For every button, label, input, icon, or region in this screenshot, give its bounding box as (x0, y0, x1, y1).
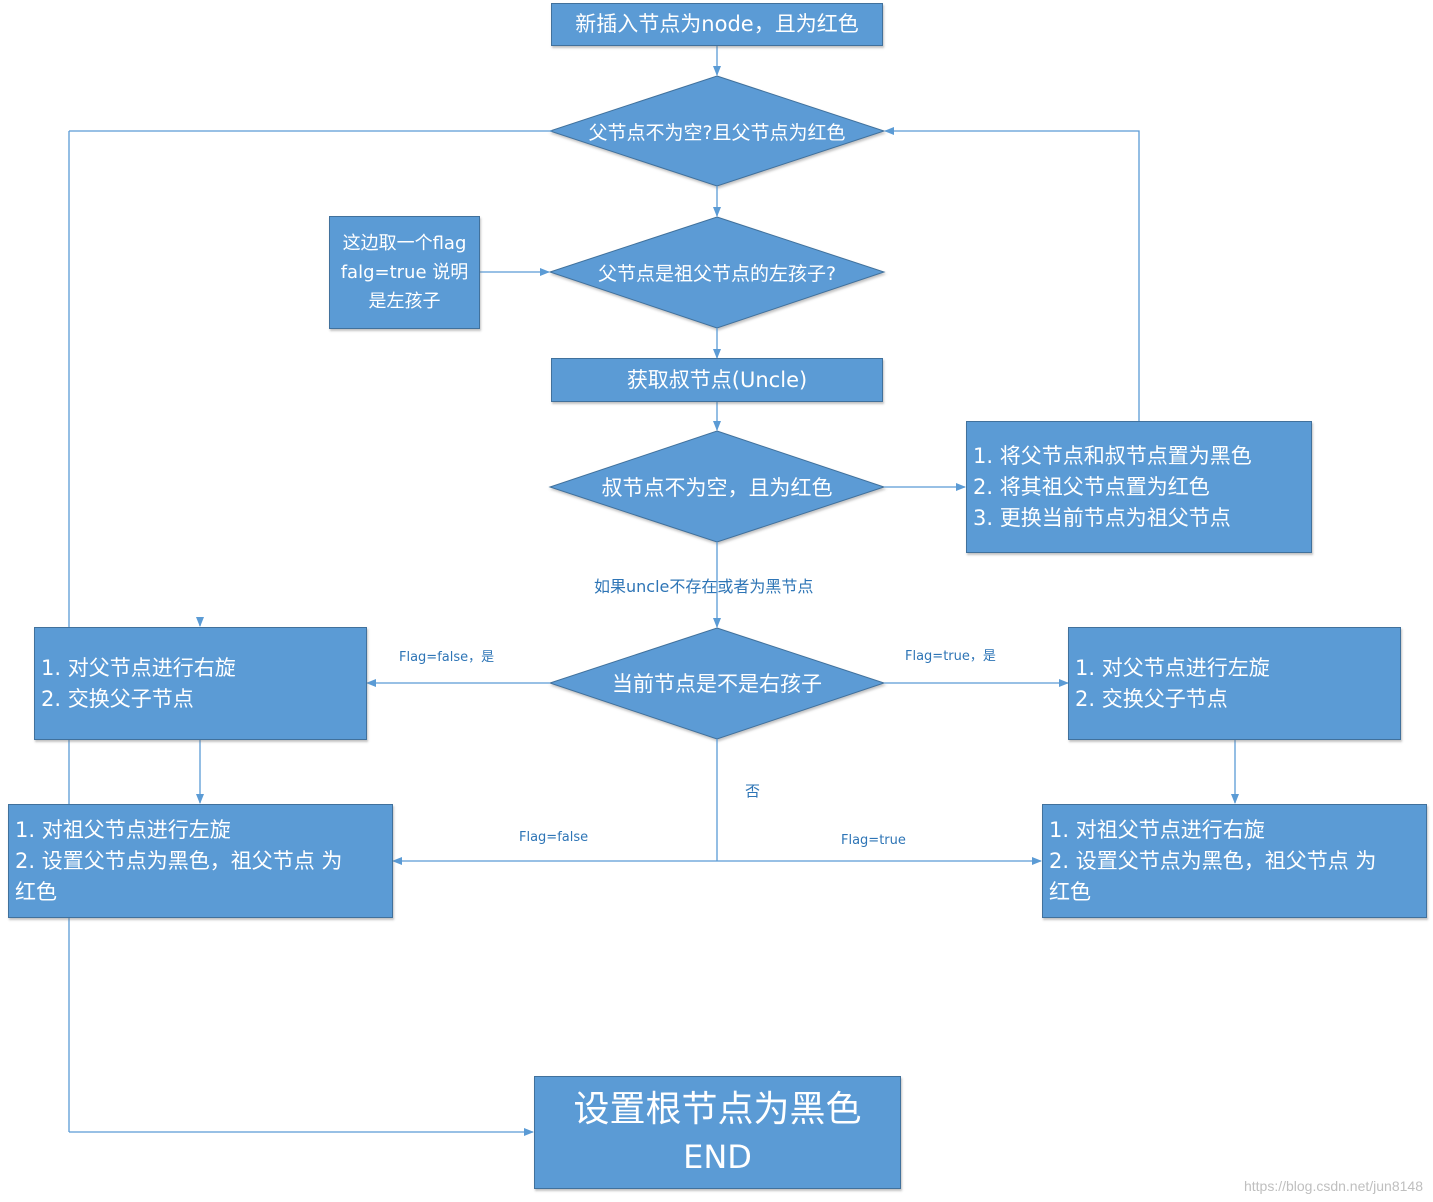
note-line-1: 这边取一个flag (342, 233, 467, 254)
uncle-red-step-3: 3. 更换当前节点为祖父节点 (973, 505, 1231, 530)
note-line-2: falg=true 说明 (340, 262, 469, 283)
start-box-text: 新插入节点为node，且为红色 (575, 12, 859, 36)
decision-parent-text: 父节点不为空?且父节点为红色 (588, 121, 846, 144)
right-rotate-step-2: 2. 交换父子节点 (1075, 686, 1228, 711)
right-grand-step-2: 2. 设置父节点为黑色，祖父节点 为 (1049, 848, 1377, 873)
label-flag-false: Flag=false (519, 830, 589, 845)
right-rotate-parent-box: 1. 对父节点进行左旋 2. 交换父子节点 (1068, 627, 1401, 740)
get-uncle-box: 获取叔节点(Uncle) (551, 358, 883, 402)
end-box: 设置根节点为黑色 END (534, 1076, 901, 1189)
decision-right-child-text: 当前节点是不是右孩子 (612, 672, 822, 696)
end-title: 设置根节点为黑色 (573, 1088, 862, 1130)
right-rotate-step-1: 1. 对父节点进行左旋 (1075, 655, 1270, 680)
left-grand-step-3: 红色 (15, 879, 57, 904)
decision-left-child-text: 父节点是祖父节点的左孩子? (597, 262, 837, 285)
uncle-red-steps-box: 1. 将父节点和叔节点置为黑色 2. 将其祖父节点置为红色 3. 更换当前节点为… (966, 421, 1312, 553)
left-rotate-parent-box: 1. 对父节点进行右旋 2. 交换父子节点 (34, 627, 367, 740)
decision-uncle-text: 叔节点不为空，且为红色 (601, 476, 833, 500)
left-grand-step-1: 1. 对祖父节点进行左旋 (15, 817, 231, 842)
uncle-red-step-2: 2. 将其祖父节点置为红色 (973, 474, 1210, 499)
left-rotate-step-1: 1. 对父节点进行右旋 (41, 655, 236, 680)
note-line-3: 是左孩子 (368, 291, 441, 312)
start-box: 新插入节点为node，且为红色 (551, 3, 883, 46)
get-uncle-text: 获取叔节点(Uncle) (626, 367, 808, 392)
end-subtitle: END (683, 1137, 752, 1176)
label-left-yes: Flag=false，是 (399, 650, 495, 665)
label-flag-true: Flag=true (841, 833, 906, 848)
label-no: 否 (745, 782, 761, 800)
edge-recolor-loop-back (884, 127, 1140, 421)
right-grandparent-box: 1. 对祖父节点进行右旋 2. 设置父节点为黑色，祖父节点 为 红色 (1042, 804, 1427, 918)
uncle-red-step-1: 1. 将父节点和叔节点置为黑色 (973, 443, 1252, 468)
label-right-yes: Flag=true，是 (905, 649, 996, 664)
left-rotate-step-2: 2. 交换父子节点 (41, 686, 194, 711)
left-grandparent-box: 1. 对祖父节点进行左旋 2. 设置父节点为黑色，祖父节点 为 红色 (8, 804, 393, 918)
right-grand-step-1: 1. 对祖父节点进行右旋 (1049, 817, 1265, 842)
left-grand-step-2: 2. 设置父节点为黑色，祖父节点 为 (15, 848, 343, 873)
right-grand-step-3: 红色 (1049, 879, 1091, 904)
label-uncle-black: 如果uncle不存在或者为黑节点 (594, 577, 814, 596)
watermark: https://blog.csdn.net/jun8148 (1243, 1178, 1423, 1194)
note-box: 这边取一个flag falg=true 说明 是左孩子 (329, 216, 480, 329)
